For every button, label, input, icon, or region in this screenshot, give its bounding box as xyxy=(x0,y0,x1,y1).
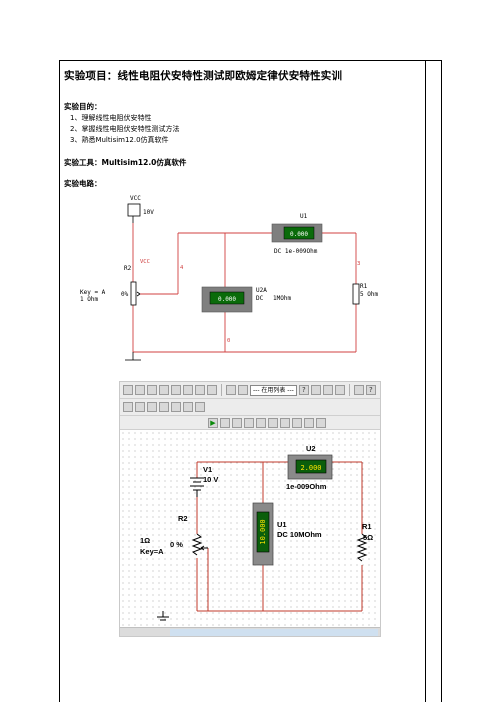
toolbar-separator xyxy=(348,384,350,396)
vcc-source-box xyxy=(127,203,141,217)
r1-name: R1 xyxy=(360,283,368,290)
vcc-label: VCC xyxy=(130,195,141,202)
tools-label: 实验工具：Multisim12.0仿真软件 xyxy=(64,158,187,167)
r2-value: 1 Ohm xyxy=(80,296,98,303)
tool-button-2[interactable] xyxy=(322,385,333,395)
status-bar xyxy=(120,627,380,636)
tool-button-3[interactable] xyxy=(334,385,345,395)
u1-name: U1 xyxy=(277,520,287,529)
sim-tool-7[interactable] xyxy=(316,417,326,428)
sim-tool-4[interactable] xyxy=(280,417,290,428)
r1-resistor xyxy=(352,283,360,305)
u2-reading: 2.000 xyxy=(300,464,321,472)
node-3-label: 3 xyxy=(357,261,360,267)
u2a-name: U2A xyxy=(256,287,267,294)
component-button-10[interactable] xyxy=(238,385,248,395)
r2-percent: 0 % xyxy=(170,540,183,549)
toolbar-top: --- 在用列表 --- ? ? xyxy=(120,382,380,399)
table-column-divider xyxy=(425,60,426,702)
r2-value: 1Ω xyxy=(140,536,150,545)
u1-meter-lcd xyxy=(256,511,270,553)
v1-value: 10 V xyxy=(203,475,218,484)
schematic-canvas[interactable]: V1 10 V R2 1Ω Key=A 0 % U2 1e-009Ohm U1 … xyxy=(120,430,380,627)
u1-name: U1 xyxy=(300,213,308,220)
node-4-label: 4 xyxy=(180,265,184,271)
component-button-9[interactable] xyxy=(226,385,236,395)
component-button-7[interactable] xyxy=(195,385,205,395)
u1-reading: 10.000 xyxy=(259,519,267,544)
canvas-circuit: V1 10 V R2 1Ω Key=A 0 % U2 1e-009Ohm U1 … xyxy=(140,444,373,621)
r1-name: R1 xyxy=(362,522,372,531)
experiment-title: 实验项目：线性电阻伏安特性测试即欧姆定律伏安特性实训 xyxy=(64,70,343,82)
r2-resistor xyxy=(130,281,137,306)
r2-name: R2 xyxy=(178,514,188,523)
r2-potentiometer xyxy=(191,533,203,556)
sim-tool-6[interactable] xyxy=(304,417,314,428)
run-simulation-icon[interactable]: ▶ xyxy=(208,417,218,428)
r1-resistor xyxy=(356,533,368,562)
node-0-label: 0 xyxy=(227,338,230,344)
table-cell-frame xyxy=(59,60,442,702)
u2a-spec-r: 1MOhm xyxy=(273,295,291,302)
component-button-3[interactable] xyxy=(147,385,157,395)
r2-key: Key = A xyxy=(80,289,106,296)
multisim-screenshot: --- 在用列表 --- ? ? ▶ xyxy=(119,381,381,637)
purpose-item-3: 3、熟悉Multisim12.0仿真软件 xyxy=(70,136,169,144)
vcc-value: 10V xyxy=(143,209,154,216)
r1-value: 5Ω xyxy=(363,533,373,542)
place-button-5[interactable] xyxy=(171,402,181,412)
r2-name: R2 xyxy=(124,265,132,272)
u1-reading: 0.000 xyxy=(290,231,308,238)
u2a-spec-dc: DC xyxy=(256,295,264,302)
tool-button-1[interactable] xyxy=(310,385,321,395)
u1-spec: DC 10MOhm xyxy=(277,530,322,539)
question-icon[interactable]: ? xyxy=(365,385,376,395)
purpose-item-1: 1、理解线性电阻伏安特性 xyxy=(70,114,152,122)
status-bar-highlight xyxy=(170,629,378,636)
sim-tool-1[interactable] xyxy=(244,417,254,428)
u2-name: U2 xyxy=(306,444,316,453)
circuit-schematic: VCC 10V R2 Key = A 1 Ohm 0% U1 DC 1e-009… xyxy=(80,195,378,361)
u1-spec: DC 1e-009Ohm xyxy=(274,248,318,255)
toolbar-simulation: ▶ xyxy=(120,416,380,430)
component-button-5[interactable] xyxy=(171,385,181,395)
toolbar-separator xyxy=(221,384,222,396)
circuit-label: 实验电路： xyxy=(64,179,102,188)
r2-key: Key=A xyxy=(140,547,164,556)
r2-percent: 0% xyxy=(121,291,129,298)
canvas-wires xyxy=(196,461,363,612)
in-use-list-dropdown[interactable]: --- 在用列表 --- xyxy=(250,384,297,396)
r1-value: 5 Ohm xyxy=(360,291,378,298)
purpose-item-2: 2、掌握线性电阻伏安特性测试方法 xyxy=(70,125,180,133)
v1-name: V1 xyxy=(203,465,212,474)
component-button-6[interactable] xyxy=(183,385,193,395)
zoom-icon[interactable] xyxy=(353,385,364,395)
u2-spec: 1e-009Ohm xyxy=(286,482,327,491)
component-button-1[interactable] xyxy=(123,385,133,395)
component-button-4[interactable] xyxy=(159,385,169,395)
place-button-1[interactable] xyxy=(123,402,133,412)
place-button-3[interactable] xyxy=(147,402,157,412)
place-button-2[interactable] xyxy=(135,402,145,412)
place-button-6[interactable] xyxy=(183,402,193,412)
place-button-4[interactable] xyxy=(159,402,169,412)
u1-meter-lcd xyxy=(283,226,315,240)
place-button-7[interactable] xyxy=(195,402,205,412)
pause-simulation-icon[interactable] xyxy=(220,417,230,428)
help-icon[interactable]: ? xyxy=(298,385,309,395)
sim-tool-5[interactable] xyxy=(292,417,302,428)
purpose-label: 实验目的： xyxy=(64,102,102,111)
sim-tool-3[interactable] xyxy=(268,417,278,428)
u2-meter-lcd xyxy=(295,459,327,474)
u2a-meter-lcd xyxy=(209,291,245,305)
u2a-reading: 0.000 xyxy=(218,296,236,303)
component-button-8[interactable] xyxy=(207,385,217,395)
stop-simulation-icon[interactable] xyxy=(232,417,242,428)
net-vcc-label: VCC xyxy=(140,259,150,265)
component-button-2[interactable] xyxy=(135,385,145,395)
sim-tool-2[interactable] xyxy=(256,417,266,428)
toolbar-components xyxy=(120,399,380,416)
